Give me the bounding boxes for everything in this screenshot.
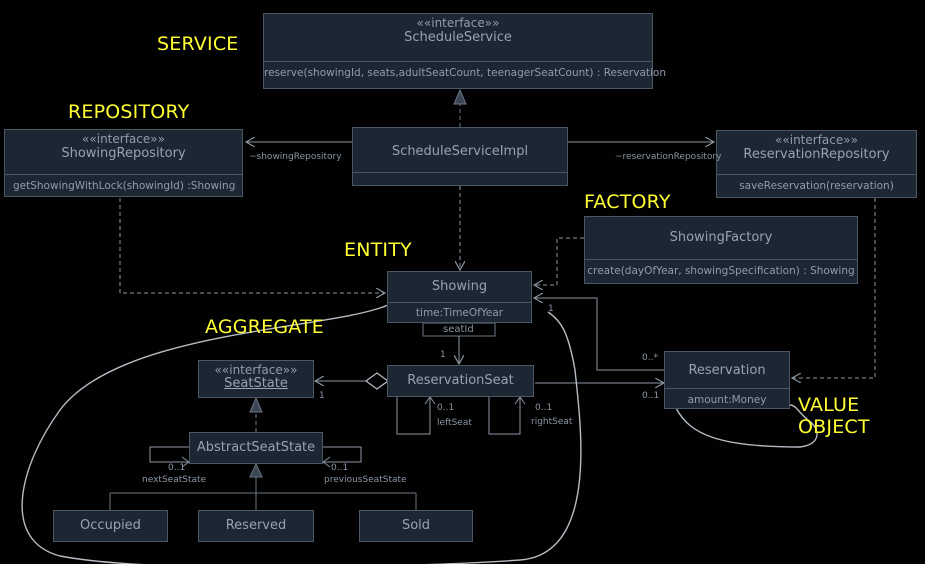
class-name: ReservationRepository bbox=[743, 147, 890, 162]
class-name: SeatState bbox=[224, 376, 288, 391]
class-attribute: time:TimeOfYear bbox=[415, 307, 504, 319]
previous-seatstate-role: previousSeatState bbox=[324, 475, 407, 485]
class-attribute: amount:Money bbox=[687, 394, 767, 406]
reservationrepo-reservation-dependency bbox=[792, 198, 876, 378]
next-seatstate-role: nextSeatState bbox=[142, 475, 207, 485]
entity-label: ENTITY bbox=[344, 239, 412, 261]
aggregate-label: AGGREGATE bbox=[205, 316, 324, 338]
class-operation: create(dayOfYear, showingSpecification) … bbox=[587, 265, 855, 277]
reservation-repository-class[interactable]: ««interface»» ReservationRepository save… bbox=[716, 130, 917, 198]
seatid-qualifier: seatId bbox=[443, 324, 474, 335]
reservation-showing-association bbox=[534, 298, 664, 371]
value-object-boundary bbox=[675, 404, 818, 448]
class-operation: saveReservation(reservation) bbox=[739, 180, 894, 192]
impl-realization-triangle bbox=[453, 88, 467, 105]
abstract-seat-state-class[interactable]: AbstractSeatState bbox=[189, 432, 323, 464]
seat-state-class[interactable]: ««interface»» SeatState bbox=[198, 360, 314, 398]
class-name: ScheduleServiceImpl bbox=[391, 144, 529, 159]
reservation-repository-role: ~reservationRepository bbox=[615, 152, 722, 162]
rightseat-role: rightSeat bbox=[531, 417, 573, 427]
class-name: ShowingFactory bbox=[669, 230, 773, 245]
multiplicity-showing-seat: 1 bbox=[440, 350, 446, 360]
reservation-seat-class[interactable]: ReservationSeat bbox=[387, 365, 534, 397]
class-name: Reserved bbox=[225, 518, 287, 533]
leftseat-self-association bbox=[396, 397, 431, 435]
multiplicity-showing-reservation: 1 bbox=[548, 304, 554, 314]
factory-label: FACTORY bbox=[584, 191, 671, 213]
class-name: Sold bbox=[401, 518, 431, 533]
class-name: Occupied bbox=[80, 518, 141, 533]
class-name: Reservation bbox=[688, 363, 766, 378]
class-operation: getShowingWithLock(showingId) :Showing bbox=[13, 180, 236, 192]
multiplicity-leftseat: 0..1 bbox=[437, 403, 455, 413]
stereotype-text: ««interface»» bbox=[214, 363, 298, 377]
factory-showing-dependency bbox=[534, 237, 584, 285]
class-name: ScheduleService bbox=[404, 30, 512, 45]
occupied-class[interactable]: Occupied bbox=[53, 510, 168, 542]
showingrepo-showing-dependency bbox=[119, 198, 385, 293]
stereotype-text: ««interface»» bbox=[82, 132, 165, 146]
showing-repository-role: ~showingRepository bbox=[249, 152, 342, 162]
class-name: ReservationSeat bbox=[407, 373, 514, 388]
class-operation: reserve(showingId, seats,adultSeatCount,… bbox=[264, 67, 667, 79]
showing-factory-class[interactable]: ShowingFactory create(dayOfYear, showing… bbox=[584, 216, 858, 284]
repository-label: REPOSITORY bbox=[68, 101, 190, 123]
multiplicity-reservation-showing: 0..* bbox=[642, 353, 658, 363]
sold-class[interactable]: Sold bbox=[359, 510, 473, 542]
stereotype-text: ««interface»» bbox=[416, 16, 500, 30]
schedule-service-class[interactable]: ««interface»» ScheduleService reserve(sh… bbox=[263, 13, 667, 89]
showing-class[interactable]: Showing time:TimeOfYear bbox=[387, 271, 532, 323]
stereotype-text: ««interface»» bbox=[775, 133, 858, 147]
showing-repository-class[interactable]: ««interface»» ShowingRepository getShowi… bbox=[4, 129, 243, 197]
reserved-class[interactable]: Reserved bbox=[198, 510, 314, 542]
multiplicity-seatstate: 1 bbox=[319, 391, 325, 401]
multiplicity-rightseat: 0..1 bbox=[535, 403, 553, 413]
multiplicity-next: 0..1 bbox=[168, 463, 186, 473]
class-name: AbstractSeatState bbox=[196, 440, 316, 455]
previous-seatstate-loop bbox=[323, 446, 362, 463]
next-seatstate-loop bbox=[149, 446, 189, 463]
multiplicity-prev: 0..1 bbox=[331, 463, 349, 473]
aggregate-boundary bbox=[21, 304, 582, 564]
leftseat-role: leftSeat bbox=[437, 418, 472, 428]
reservation-class[interactable]: Reservation amount:Money bbox=[664, 351, 790, 409]
aggregation-diamond bbox=[364, 372, 390, 390]
service-label: SERVICE bbox=[157, 33, 239, 55]
schedule-service-impl-class[interactable]: ScheduleServiceImpl bbox=[352, 127, 568, 186]
rightseat-self-association bbox=[488, 397, 521, 435]
value-object-label: VALUE OBJECT bbox=[798, 394, 870, 438]
class-name: Showing bbox=[431, 279, 488, 294]
multiplicity-reservation-seat: 0..1 bbox=[642, 391, 660, 401]
class-name: ShowingRepository bbox=[61, 146, 186, 161]
